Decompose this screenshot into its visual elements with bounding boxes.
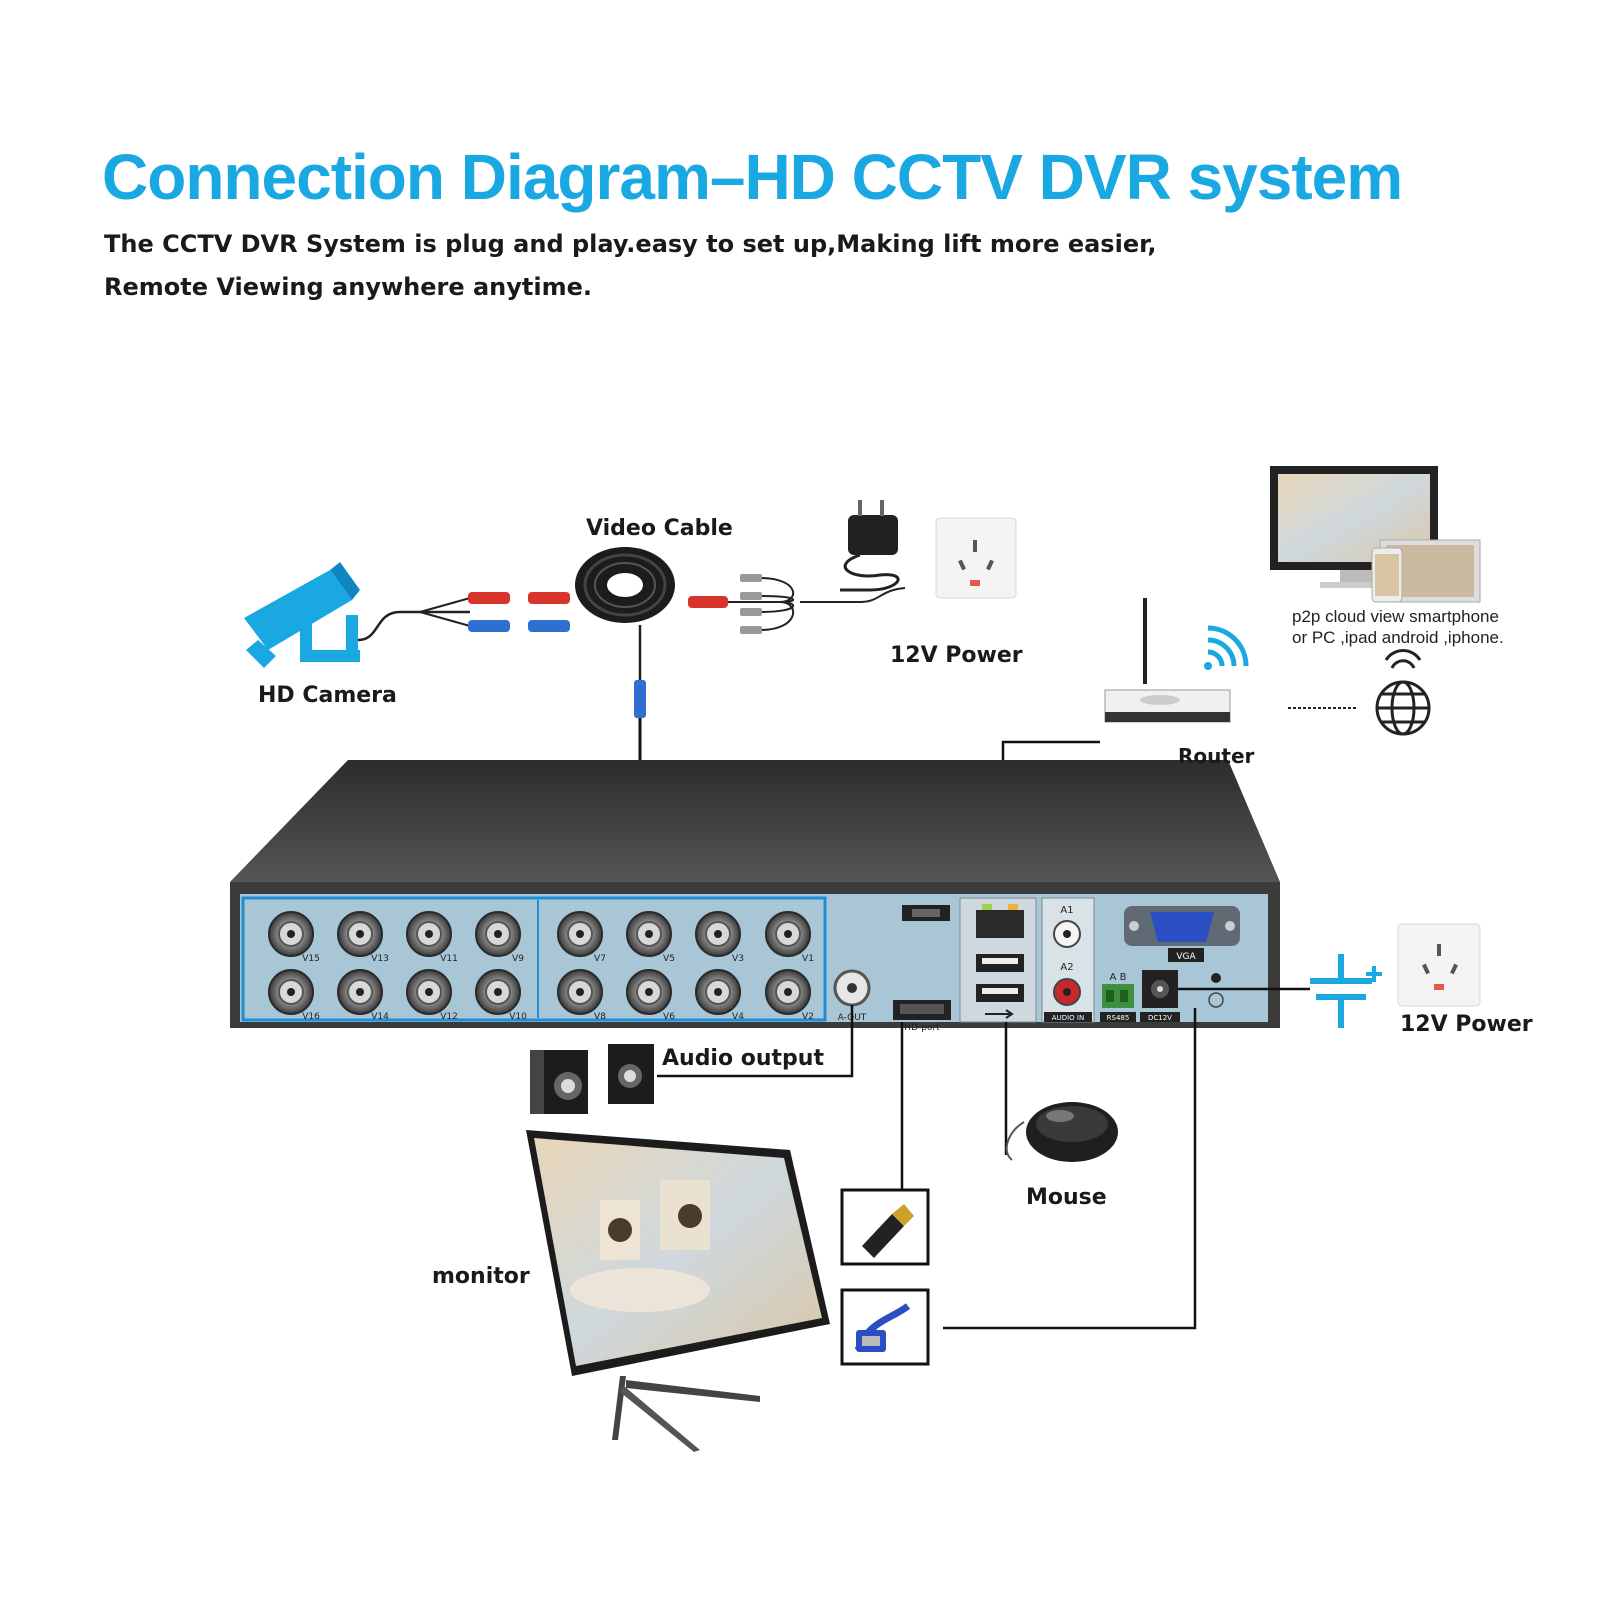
page-title: Connection Diagram–HD CCTV DVR system — [102, 141, 1403, 213]
vga-port-label: VGA — [1176, 952, 1196, 962]
bnc-channel-label: V12 — [440, 1012, 458, 1022]
a1-port-label: A1 — [1060, 905, 1073, 916]
bnc-channel-label: V11 — [440, 954, 458, 964]
subtitle-line-1: The CCTV DVR System is plug and play.eas… — [104, 230, 1157, 258]
bnc-port[interactable]: V7 — [557, 911, 606, 964]
vga-cable-icon — [840, 1288, 930, 1366]
hdmi-cable-icon — [840, 1188, 930, 1266]
globe-icon — [1375, 649, 1431, 736]
smartphone-icon — [1371, 547, 1403, 603]
bnc-port[interactable]: V13 — [337, 911, 389, 964]
bnc-port[interactable]: V1 — [765, 911, 814, 964]
wifi-icon — [1204, 625, 1249, 670]
bnc-port[interactable]: V14 — [337, 969, 389, 1022]
bnc-channel-label: V15 — [302, 954, 320, 964]
mouse-label: Mouse — [1026, 1185, 1107, 1210]
splitter-plugs — [740, 574, 762, 634]
monitor-icon — [526, 1130, 830, 1452]
bnc-port[interactable]: V4 — [695, 969, 744, 1022]
vga-port[interactable] — [1150, 912, 1214, 942]
bnc-port[interactable]: V11 — [406, 911, 458, 964]
bnc-port[interactable]: V3 — [695, 911, 744, 964]
bnc-channel-label: V10 — [509, 1012, 527, 1022]
bnc-channel-label: V16 — [302, 1012, 320, 1022]
power-plug-red-left — [468, 592, 570, 604]
bnc-channel-label: V5 — [663, 954, 675, 964]
bnc-port[interactable]: V6 — [626, 969, 675, 1022]
bnc-plug-down — [634, 680, 646, 718]
hd-camera-label: HD Camera — [258, 683, 397, 708]
power-plug-red-right — [688, 596, 728, 608]
bnc-channel-label: V3 — [732, 954, 744, 964]
bnc-channel-label: V2 — [802, 1012, 814, 1022]
router-icon — [1104, 598, 1231, 723]
hdmi-port-label: HD-port — [904, 1023, 940, 1033]
dc12v-label: DC12V — [1148, 1014, 1172, 1022]
bnc-port[interactable]: V2 — [765, 969, 814, 1022]
speakers-icon — [530, 1044, 654, 1114]
bnc-port[interactable]: V12 — [406, 969, 458, 1022]
bnc-port[interactable]: V15 — [268, 911, 320, 964]
bnc-port[interactable]: V5 — [626, 911, 675, 964]
rs485-ab-label: A B — [1110, 972, 1127, 983]
bnc-port[interactable]: V16 — [268, 969, 320, 1022]
bnc-channel-group — [241, 896, 827, 1022]
wall-socket-top-icon — [935, 517, 1017, 599]
monitor-label: monitor — [432, 1264, 530, 1289]
bnc-channel-label: V13 — [371, 954, 389, 964]
bnc-channel-label: V14 — [371, 1012, 389, 1022]
bnc-channel-label: V8 — [594, 1012, 606, 1022]
dvr-power-icon — [1208, 992, 1224, 1008]
bnc-port[interactable]: V8 — [557, 969, 606, 1022]
audio-output-label: Audio output — [662, 1046, 824, 1071]
audio-in-label: AUDIO IN — [1052, 1014, 1084, 1022]
bnc-channel-label: V6 — [663, 1012, 675, 1022]
power-right-label: 12V Power — [1400, 1012, 1533, 1037]
bnc-plug-blue-left — [468, 620, 570, 632]
dvr-rear-ports: A-OUT HD-port A1 A2 AUDIO IN A B — [833, 897, 1240, 1033]
dc-power-symbol-icon — [1310, 954, 1382, 1028]
subtitle-line-2: Remote Viewing anywhere anytime. — [104, 273, 592, 301]
router-label: Router — [1178, 744, 1255, 768]
rs485-label: RS485 — [1107, 1014, 1130, 1022]
power-top-label: 12V Power — [890, 643, 1023, 668]
power-adapter-icon — [840, 500, 900, 592]
lan-port[interactable] — [976, 910, 1024, 938]
p2p-label-line-2: or PC ,ipad android ,iphone. — [1292, 628, 1504, 647]
video-cable-coil-icon — [575, 547, 675, 623]
bnc-channel-label: V9 — [512, 954, 524, 964]
bnc-channel-label: V1 — [802, 954, 814, 964]
bnc-port[interactable]: V10 — [475, 969, 527, 1022]
bnc-channel-label: V4 — [732, 1012, 744, 1022]
video-cable-label: Video Cable — [586, 516, 733, 541]
a2-port-label: A2 — [1060, 962, 1073, 973]
mouse-icon — [1005, 1102, 1118, 1162]
bnc-channel-label: V7 — [594, 954, 606, 964]
bnc-port[interactable]: V9 — [475, 911, 524, 964]
wall-socket-right-icon — [1397, 923, 1481, 1007]
p2p-label-line-1: p2p cloud view smartphone — [1292, 607, 1499, 626]
hd-camera-icon — [244, 562, 360, 668]
